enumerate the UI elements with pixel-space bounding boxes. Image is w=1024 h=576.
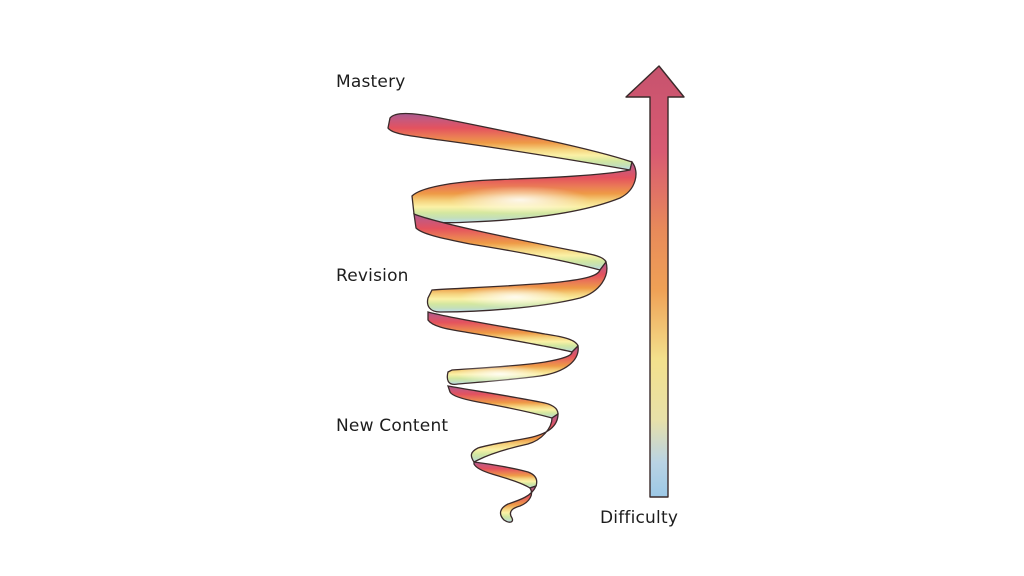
label-new-content: New Content xyxy=(336,416,449,436)
label-mastery: Mastery xyxy=(336,72,406,92)
label-difficulty: Difficulty xyxy=(600,508,679,528)
label-revision: Revision xyxy=(336,266,409,286)
difficulty-arrow xyxy=(625,65,685,498)
spiral-ribbon xyxy=(387,112,637,523)
